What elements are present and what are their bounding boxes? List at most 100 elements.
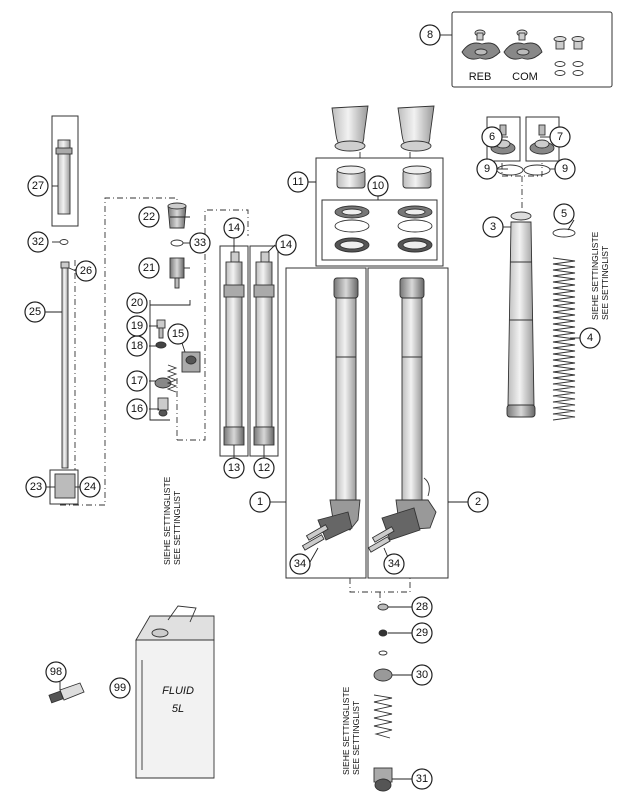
note-setting-de-bottom: SIEHE SETTINGLISTE xyxy=(341,686,351,775)
svg-text:21: 21 xyxy=(143,262,155,274)
svg-text:1: 1 xyxy=(257,496,263,508)
callout-25: 25 xyxy=(24,301,46,323)
svg-text:32: 32 xyxy=(32,236,44,248)
callout-34a: 34 xyxy=(289,553,311,575)
callout-12: 12 xyxy=(253,457,275,479)
piston-rod-parts xyxy=(54,139,76,499)
callout-14a: 14 xyxy=(223,217,245,239)
svg-text:29: 29 xyxy=(416,627,428,639)
svg-text:98: 98 xyxy=(50,666,62,678)
callout-11: 11 xyxy=(287,171,309,193)
callout-15: 15 xyxy=(167,323,189,345)
fork-leg-right-frame xyxy=(367,267,449,579)
svg-text:33: 33 xyxy=(194,237,206,249)
callout-9a: 9 xyxy=(476,158,498,180)
leader-lines xyxy=(45,34,580,780)
fork-leg-2 xyxy=(367,277,437,553)
callout-28: 28 xyxy=(411,596,433,618)
svg-text:14: 14 xyxy=(280,239,292,251)
callout-18: 18 xyxy=(126,335,148,357)
svg-text:34: 34 xyxy=(294,558,306,570)
svg-text:5: 5 xyxy=(561,208,567,220)
assembly-line-bottom xyxy=(349,578,411,605)
svg-text:24: 24 xyxy=(84,481,96,493)
label-reb: REB xyxy=(469,71,492,83)
o-ring-9b xyxy=(523,164,551,176)
callout-23: 23 xyxy=(25,476,47,498)
callout-3: 3 xyxy=(482,216,504,238)
fork-leg-1 xyxy=(301,277,361,551)
note-setting-de-spring: SIEHE SETTINGLISTE xyxy=(590,231,600,320)
assembly-line-caps xyxy=(501,163,543,208)
svg-text:10: 10 xyxy=(372,180,384,192)
outer-tube-3 xyxy=(506,211,536,418)
damper-tubes xyxy=(223,251,275,446)
svg-text:7: 7 xyxy=(557,131,563,143)
callout-17: 17 xyxy=(126,370,148,392)
svg-text:99: 99 xyxy=(114,682,126,694)
seal-kit-inner-frame xyxy=(321,199,438,261)
svg-text:25: 25 xyxy=(29,306,41,318)
callout-8: 8 xyxy=(419,24,441,46)
callout-21: 21 xyxy=(138,257,160,279)
callout-20: 20 xyxy=(126,292,148,314)
callout-13: 13 xyxy=(223,457,245,479)
callout-22: 22 xyxy=(138,206,160,228)
kit-8-frame xyxy=(451,11,613,88)
callout-99: 99 xyxy=(109,677,131,699)
svg-text:34: 34 xyxy=(388,558,400,570)
damper-small-parts xyxy=(154,202,201,417)
callout-5: 5 xyxy=(553,203,575,225)
callout-10: 10 xyxy=(367,175,389,197)
svg-text:26: 26 xyxy=(80,265,92,277)
callout-30: 30 xyxy=(411,664,433,686)
callout-7: 7 xyxy=(549,126,571,148)
note-setting-de-left: SIEHE SETTINGLISTE xyxy=(162,476,172,565)
callout-9b: 9 xyxy=(554,158,576,180)
callout-31: 31 xyxy=(411,768,433,790)
svg-text:11: 11 xyxy=(292,176,303,188)
svg-text:9: 9 xyxy=(562,163,568,175)
callout-16: 16 xyxy=(126,398,148,420)
note-setting-en-spring: SEE SETTINGLIST xyxy=(600,246,610,320)
canister-label-line1: FLUID xyxy=(162,685,194,697)
svg-text:20: 20 xyxy=(131,297,143,309)
assembly-line-damper xyxy=(176,209,249,441)
svg-text:16: 16 xyxy=(131,403,143,415)
spring-4 xyxy=(552,228,576,421)
callout-24: 24 xyxy=(79,476,101,498)
svg-text:28: 28 xyxy=(416,601,428,613)
svg-text:22: 22 xyxy=(143,211,155,223)
assembly-line-left xyxy=(60,197,178,506)
adjuster-knob-kit xyxy=(461,29,585,76)
svg-text:30: 30 xyxy=(416,669,428,681)
note-setting-en-left: SEE SETTINGLIST xyxy=(172,491,182,565)
svg-text:18: 18 xyxy=(131,340,143,352)
callout-32: 32 xyxy=(27,231,49,253)
canister-label-line2: 5L xyxy=(172,703,184,715)
fluid-canister-99 xyxy=(135,605,215,779)
callout-34b: 34 xyxy=(383,553,405,575)
svg-text:17: 17 xyxy=(131,375,143,387)
callout-27: 27 xyxy=(27,175,49,197)
callout-6: 6 xyxy=(481,126,503,148)
callout-98: 98 xyxy=(45,661,67,683)
bleed-rod-frame xyxy=(51,115,79,227)
svg-text:19: 19 xyxy=(131,320,143,332)
svg-text:3: 3 xyxy=(490,221,496,233)
o-ring-9a xyxy=(496,164,524,176)
svg-text:27: 27 xyxy=(32,180,44,192)
fork-boots xyxy=(331,105,435,152)
svg-text:14: 14 xyxy=(228,222,240,234)
callout-4: 4 xyxy=(579,327,601,349)
svg-text:8: 8 xyxy=(427,29,433,41)
callout-29: 29 xyxy=(411,622,433,644)
note-setting-en-bottom: SEE SETTINGLIST xyxy=(351,701,361,775)
callout-19: 19 xyxy=(126,315,148,337)
callout-2: 2 xyxy=(467,491,489,513)
seal-kit-parts xyxy=(334,165,433,253)
callout-33: 33 xyxy=(189,232,211,254)
svg-text:2: 2 xyxy=(475,496,481,508)
svg-text:6: 6 xyxy=(489,131,495,143)
